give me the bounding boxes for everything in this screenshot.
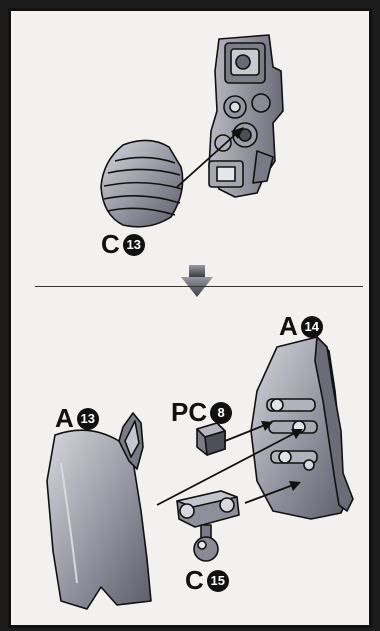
part-number-badge: 13 — [77, 408, 99, 430]
part-number-badge: 15 — [207, 570, 229, 592]
part-number-badge: 8 — [210, 402, 232, 424]
step-divider — [35, 286, 363, 287]
ribbed-part-c13 — [101, 140, 183, 226]
part-number-badge: 14 — [301, 316, 323, 338]
part-number-badge: 13 — [123, 234, 145, 256]
step-arrow-icon — [181, 265, 213, 297]
ball-joint-c15 — [177, 491, 239, 561]
upper-arm-frame — [209, 35, 283, 197]
armor-part-a13 — [47, 413, 151, 609]
